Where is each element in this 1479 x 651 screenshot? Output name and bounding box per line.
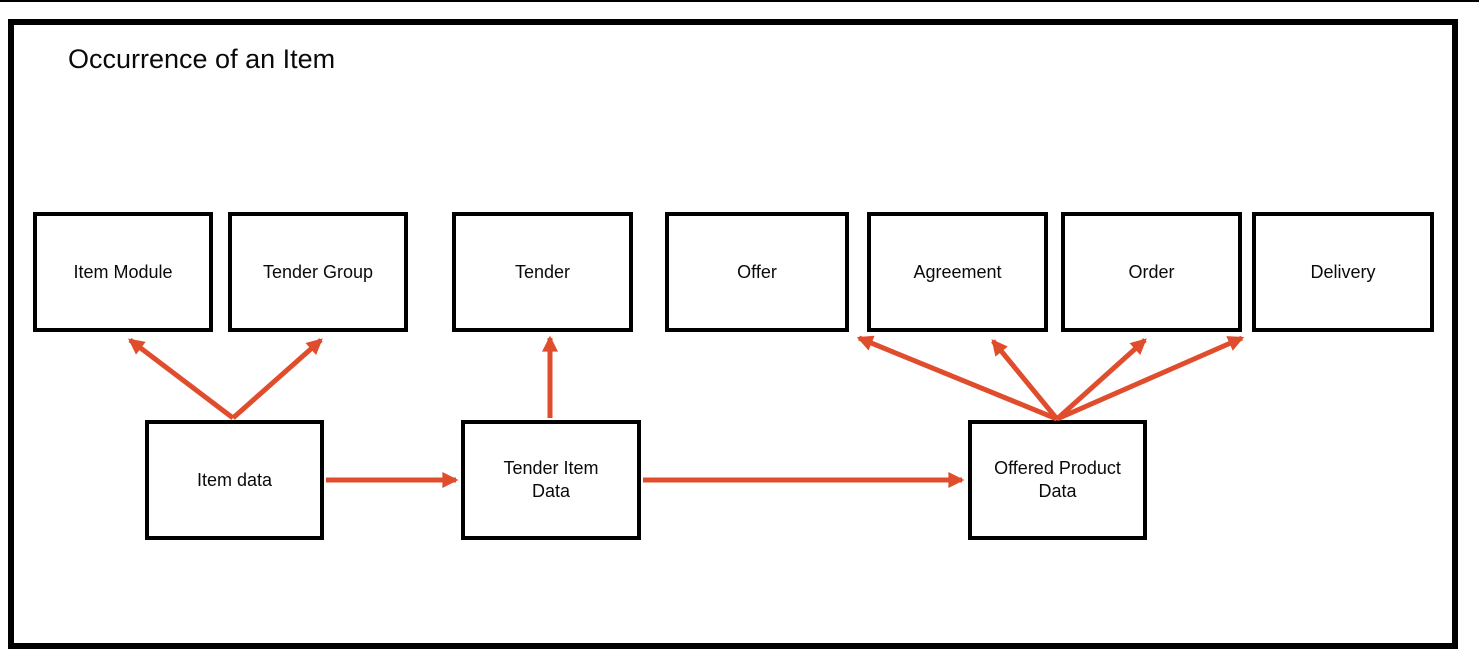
node-label: Order	[1128, 261, 1175, 282]
page-top-edge	[0, 0, 1479, 2]
node-label: Delivery	[1310, 261, 1376, 282]
node-tender-item-data: Tender Item Data	[461, 420, 641, 540]
node-label: Item Module	[73, 261, 173, 282]
diagram-title: Occurrence of an Item	[68, 44, 336, 74]
node-tender: Tender	[452, 212, 633, 332]
node-order: Order	[1061, 212, 1242, 332]
node-offered-product-data: Offered Product Data	[968, 420, 1147, 540]
node-item-module: Item Module	[33, 212, 213, 332]
node-label: Offered Product Data	[994, 458, 1121, 501]
node-label: Offer	[737, 261, 777, 282]
node-label: Tender Group	[262, 261, 374, 282]
node-label: Item data	[196, 469, 273, 490]
node-item-data: Item data	[145, 420, 324, 540]
node-label: Tender	[514, 261, 571, 282]
node-label: Tender Item Data	[503, 458, 599, 501]
node-label: Agreement	[913, 261, 1002, 282]
node-tender-group: Tender Group	[228, 212, 408, 332]
node-offer: Offer	[665, 212, 849, 332]
node-delivery: Delivery	[1252, 212, 1434, 332]
node-agreement: Agreement	[867, 212, 1048, 332]
diagram-border	[8, 19, 1458, 649]
